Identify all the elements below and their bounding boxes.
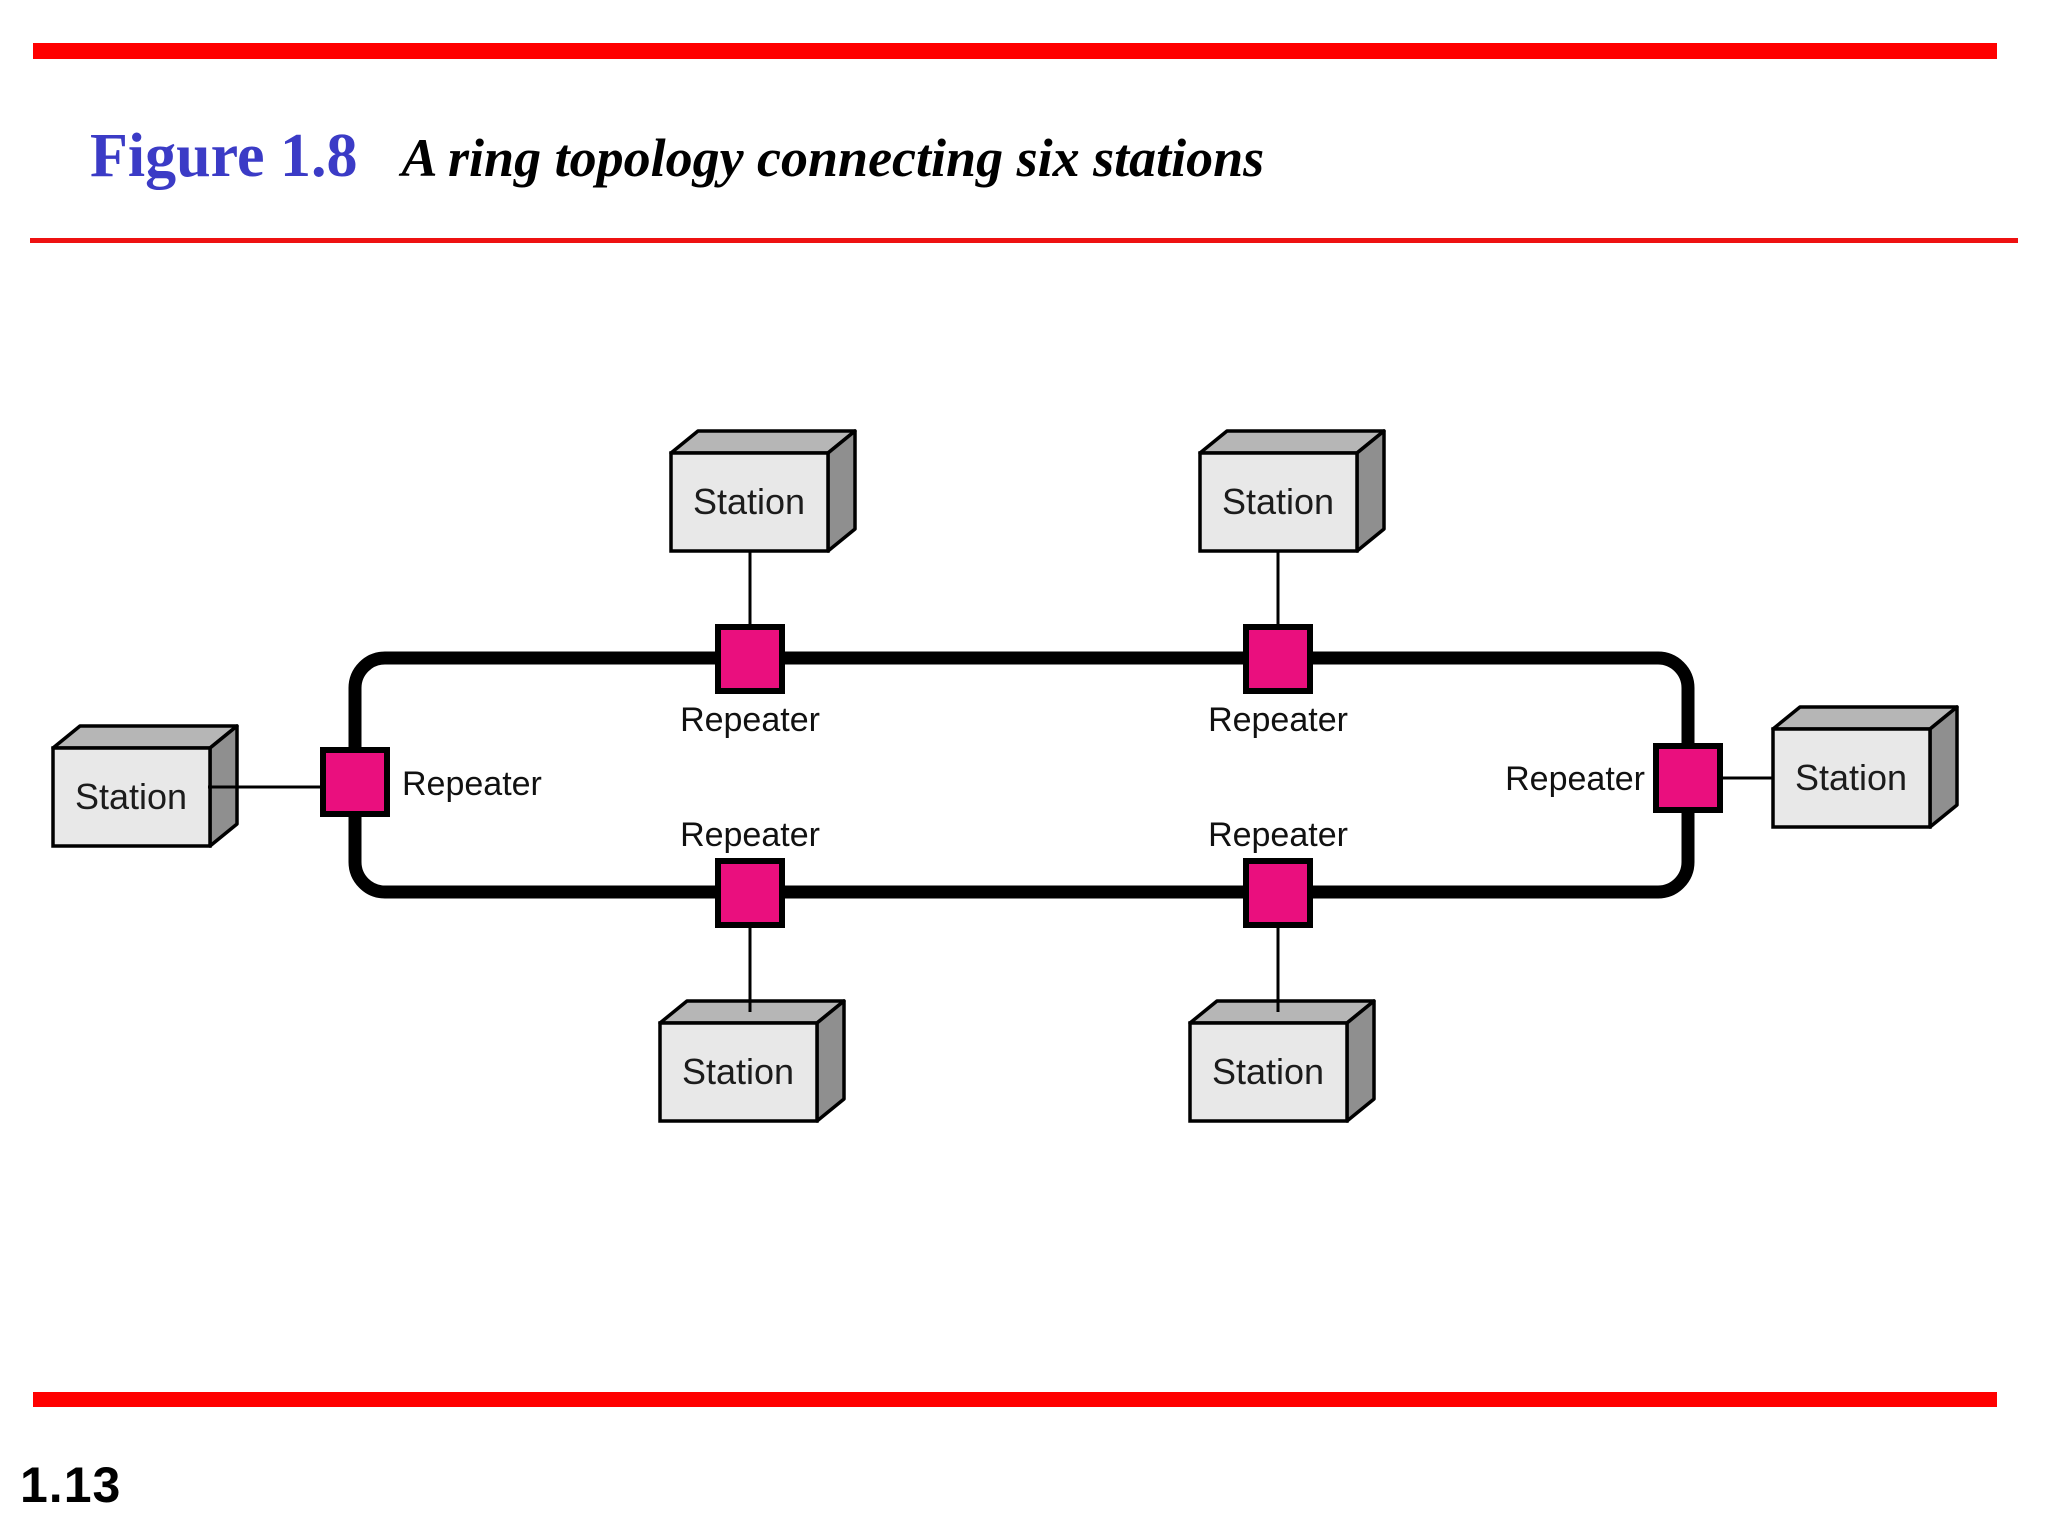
page-number: 1.13	[20, 1457, 122, 1513]
station-node-top-right: Station	[1198, 429, 1386, 553]
figure-caption: A ring topology connecting six stations	[401, 128, 1265, 188]
station-box-side-face	[1355, 429, 1386, 553]
station-label: Station	[1222, 481, 1334, 522]
station-label: Station	[75, 776, 187, 817]
station-label: Station	[682, 1051, 794, 1092]
station-box-top-face	[51, 724, 239, 750]
repeater-label-right: Repeater	[1505, 760, 1645, 798]
station-box-top-face	[658, 999, 846, 1025]
station-box-front-face	[51, 746, 212, 848]
station-label: Station	[1212, 1051, 1324, 1092]
station-box-top-face	[1198, 429, 1386, 455]
station-node-top-left: Station	[669, 429, 857, 553]
figure-label: Figure 1.8	[90, 122, 358, 190]
repeater-square-bottom-left	[715, 858, 785, 928]
station-label: Station	[1795, 757, 1907, 798]
repeater-label-bottom-left: Repeater	[680, 816, 820, 854]
station-box-front-face	[669, 451, 830, 553]
station-box-top-face	[669, 429, 857, 455]
station-box-front-face	[1188, 1021, 1349, 1123]
bottom-red-bar	[33, 1392, 1997, 1407]
repeater-label-top-left: Repeater	[680, 701, 820, 739]
repeater-square-left	[320, 747, 390, 817]
station-box-side-face	[1928, 705, 1959, 829]
repeater-label-bottom-right: Repeater	[1208, 816, 1348, 854]
station-label: Station	[693, 481, 805, 522]
station-box-top-face	[1188, 999, 1376, 1025]
station-box-front-face	[1771, 727, 1932, 829]
repeater-square-bottom-right	[1243, 858, 1313, 928]
ring-backbone	[348, 651, 1695, 899]
repeater-square-top-right	[1243, 624, 1313, 694]
station-node-bottom-right: Station	[1188, 999, 1376, 1123]
top-red-bar	[33, 43, 1997, 59]
figure-title: Figure 1.8 A ring topology connecting six…	[90, 122, 1264, 190]
station-box-top-face	[1771, 705, 1959, 731]
station-node-left: Station	[51, 724, 239, 848]
repeater-square-top-left	[715, 624, 785, 694]
repeater-label-left: Repeater	[402, 765, 542, 803]
repeater-square-right	[1653, 743, 1723, 813]
station-box-front-face	[658, 1021, 819, 1123]
station-box-side-face	[1345, 999, 1376, 1123]
repeater-label-top-right: Repeater	[1208, 701, 1348, 739]
station-node-right: Station	[1771, 705, 1959, 829]
station-node-bottom-left: Station	[658, 999, 846, 1123]
title-divider-line	[30, 238, 2018, 243]
station-box-side-face	[815, 999, 846, 1123]
station-box-side-face	[826, 429, 857, 553]
